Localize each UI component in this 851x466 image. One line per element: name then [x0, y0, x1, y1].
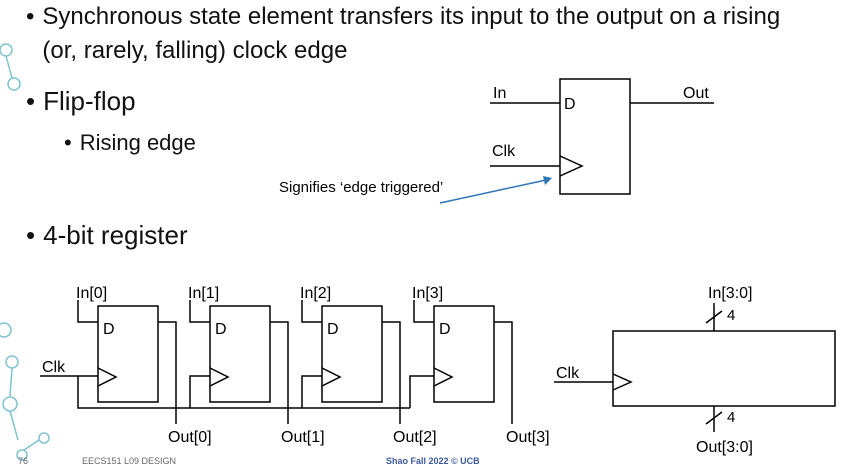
register-ff3-in-wire	[413, 300, 434, 323]
bullet-flip-flop-text: Flip-flop	[43, 86, 136, 116]
register-ff1-clock-triangle	[209, 367, 230, 387]
bullet-synchronous-line2: (or, rarely, falling) clock edge	[42, 37, 348, 64]
edge-triggered-annotation: Signifies ‘edge triggered’	[279, 179, 443, 196]
flip-flop-clk-label: Clk	[492, 143, 516, 160]
bullet-dot: •	[26, 3, 35, 30]
footer-page-number: 76	[18, 456, 29, 466]
register-ff0-d-label: D	[103, 321, 115, 338]
register-ff0-box	[97, 305, 159, 403]
flip-flop-clock-triangle	[559, 155, 584, 177]
register-ff1-d-label: D	[215, 321, 227, 338]
register-out0-label: Out[0]	[168, 429, 212, 446]
decorative-circles	[0, 43, 50, 461]
register-ff2-box	[321, 305, 383, 403]
register-clk-tap-1	[189, 375, 210, 408]
register-block-out-slash	[705, 411, 723, 425]
register-block-clock-triangle	[612, 373, 633, 391]
register-out2-label: Out[2]	[393, 429, 437, 446]
register-block-clk-label: Clk	[556, 365, 580, 382]
bullet-dot: •	[26, 86, 36, 116]
register-in0-label: In[0]	[76, 285, 107, 302]
register-block-in-label: In[3:0]	[708, 285, 752, 302]
register-clk-tap-2	[301, 375, 322, 408]
register-ff2-out-wire	[382, 321, 401, 424]
bullet-dot: •	[64, 130, 72, 155]
register-ff0-clock-triangle	[97, 367, 118, 387]
bullet-4bit-register-text: 4-bit register	[43, 220, 188, 250]
register-block-out-label: Out[3:0]	[696, 439, 753, 456]
flip-flop-out-label: Out	[683, 85, 709, 102]
register-block-box	[612, 330, 836, 407]
register-ff3-clock-triangle	[433, 367, 454, 387]
register-ff0-in-wire	[77, 300, 98, 323]
bullet-dot: •	[26, 220, 36, 250]
register-ff2-clock-triangle	[321, 367, 342, 387]
register-in1-label: In[1]	[188, 285, 219, 302]
footer-course: EECS151 L09 DESIGN	[82, 456, 177, 466]
bullet-synchronous-line1: Synchronous state element transfers its …	[42, 3, 781, 30]
register-clk-label: Clk	[42, 359, 66, 376]
register-block-out-width: 4	[727, 409, 735, 426]
footer-credit: Shao Fall 2022 © UCB	[386, 456, 480, 466]
register-ff1-in-wire	[189, 300, 210, 323]
register-ff0-out-wire	[158, 321, 177, 424]
register-ff2-in-wire	[301, 300, 322, 323]
register-ff1-box	[209, 305, 271, 403]
bullet-rising-edge: • Rising edge	[64, 128, 196, 158]
register-in2-label: In[2]	[300, 285, 331, 302]
bullet-flip-flop: • Flip-flop	[26, 84, 136, 118]
annotation-arrow-head	[543, 176, 552, 185]
register-ff1-out-wire	[270, 321, 289, 424]
flip-flop-box	[559, 78, 631, 195]
register-ff3-d-label: D	[439, 321, 451, 338]
annotation-arrow-line	[439, 179, 547, 204]
flip-flop-d-label: D	[564, 96, 576, 113]
bullet-4bit-register: • 4-bit register	[26, 218, 188, 252]
register-block-in-width: 4	[727, 307, 735, 324]
register-ff2-d-label: D	[327, 321, 339, 338]
register-in3-label: In[3]	[412, 285, 443, 302]
flip-flop-in-label: In	[493, 85, 506, 102]
register-out3-label: Out[3]	[506, 429, 550, 446]
register-ff3-box	[433, 305, 495, 403]
register-clk-bus	[77, 376, 410, 409]
register-ff3-out-wire	[494, 321, 513, 424]
register-block-in-slash	[705, 310, 723, 324]
register-out1-label: Out[1]	[281, 429, 325, 446]
register-clk-tap-3	[409, 375, 434, 408]
bullet-synchronous: • Synchronous state element transfers it…	[26, 0, 780, 68]
bullet-rising-edge-text: Rising edge	[79, 130, 196, 155]
